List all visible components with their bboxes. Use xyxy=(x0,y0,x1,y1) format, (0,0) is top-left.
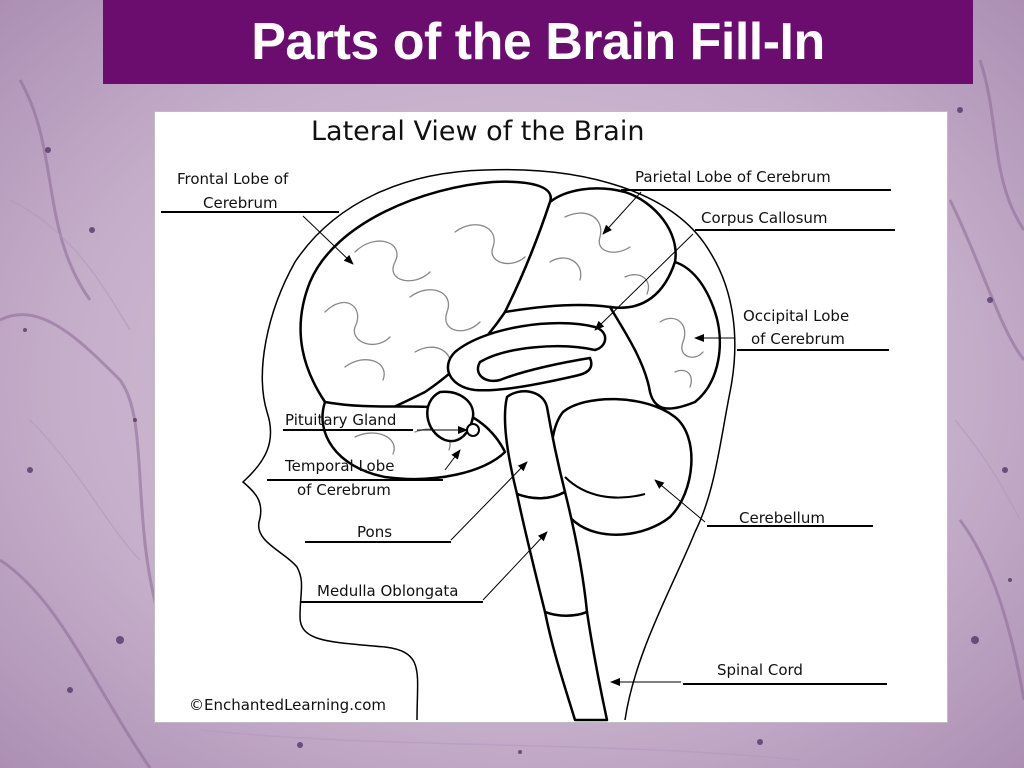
occipital-lobe-shape xyxy=(608,260,721,410)
label-spinal: Spinal Cord xyxy=(717,661,803,679)
label-pons: Pons xyxy=(357,523,392,541)
cerebellum-fold xyxy=(564,476,646,499)
pointer-cerebellum xyxy=(654,479,706,523)
pointer-pons xyxy=(450,461,528,541)
pointer-parietal xyxy=(602,191,642,235)
diagram-title: Lateral View of the Brain xyxy=(311,116,644,147)
label-occipital-line2: of Cerebrum xyxy=(751,330,845,348)
label-corpus: Corpus Callosum xyxy=(701,209,828,227)
spinal-cord-shape xyxy=(543,610,609,722)
pointer-frontal xyxy=(302,215,354,265)
label-occipital-line1: Occipital Lobe xyxy=(743,307,849,325)
label-pituitary: Pituitary Gland xyxy=(285,411,396,429)
label-cerebellum: Cerebellum xyxy=(739,509,825,527)
label-medulla: Medulla Oblongata xyxy=(317,582,458,600)
brain-diagram: Lateral View of the Brain xyxy=(161,116,895,722)
brain-diagram-panel: Lateral View of the Brain xyxy=(154,111,948,723)
slide-title-bar: Parts of the Brain Fill-In xyxy=(103,0,973,84)
pointer-medulla xyxy=(482,531,548,601)
diencephalon-shape xyxy=(426,390,475,443)
pituitary-shape xyxy=(466,423,480,437)
label-temporal-line2: of Cerebrum xyxy=(297,481,391,499)
pointer-temporal xyxy=(444,449,461,471)
label-temporal-line1: Temporal Lobe xyxy=(284,457,394,475)
label-parietal: Parietal Lobe of Cerebrum xyxy=(635,168,831,186)
slide-title: Parts of the Brain Fill-In xyxy=(251,13,825,71)
cerebellum-shape xyxy=(550,397,693,536)
copyright-text: ©EnchantedLearning.com xyxy=(189,696,386,714)
head-outline xyxy=(241,168,736,721)
label-frontal-line2: Cerebrum xyxy=(203,194,278,212)
pointer-corpus xyxy=(594,233,694,331)
label-frontal-line1: Frontal Lobe of xyxy=(177,170,289,188)
